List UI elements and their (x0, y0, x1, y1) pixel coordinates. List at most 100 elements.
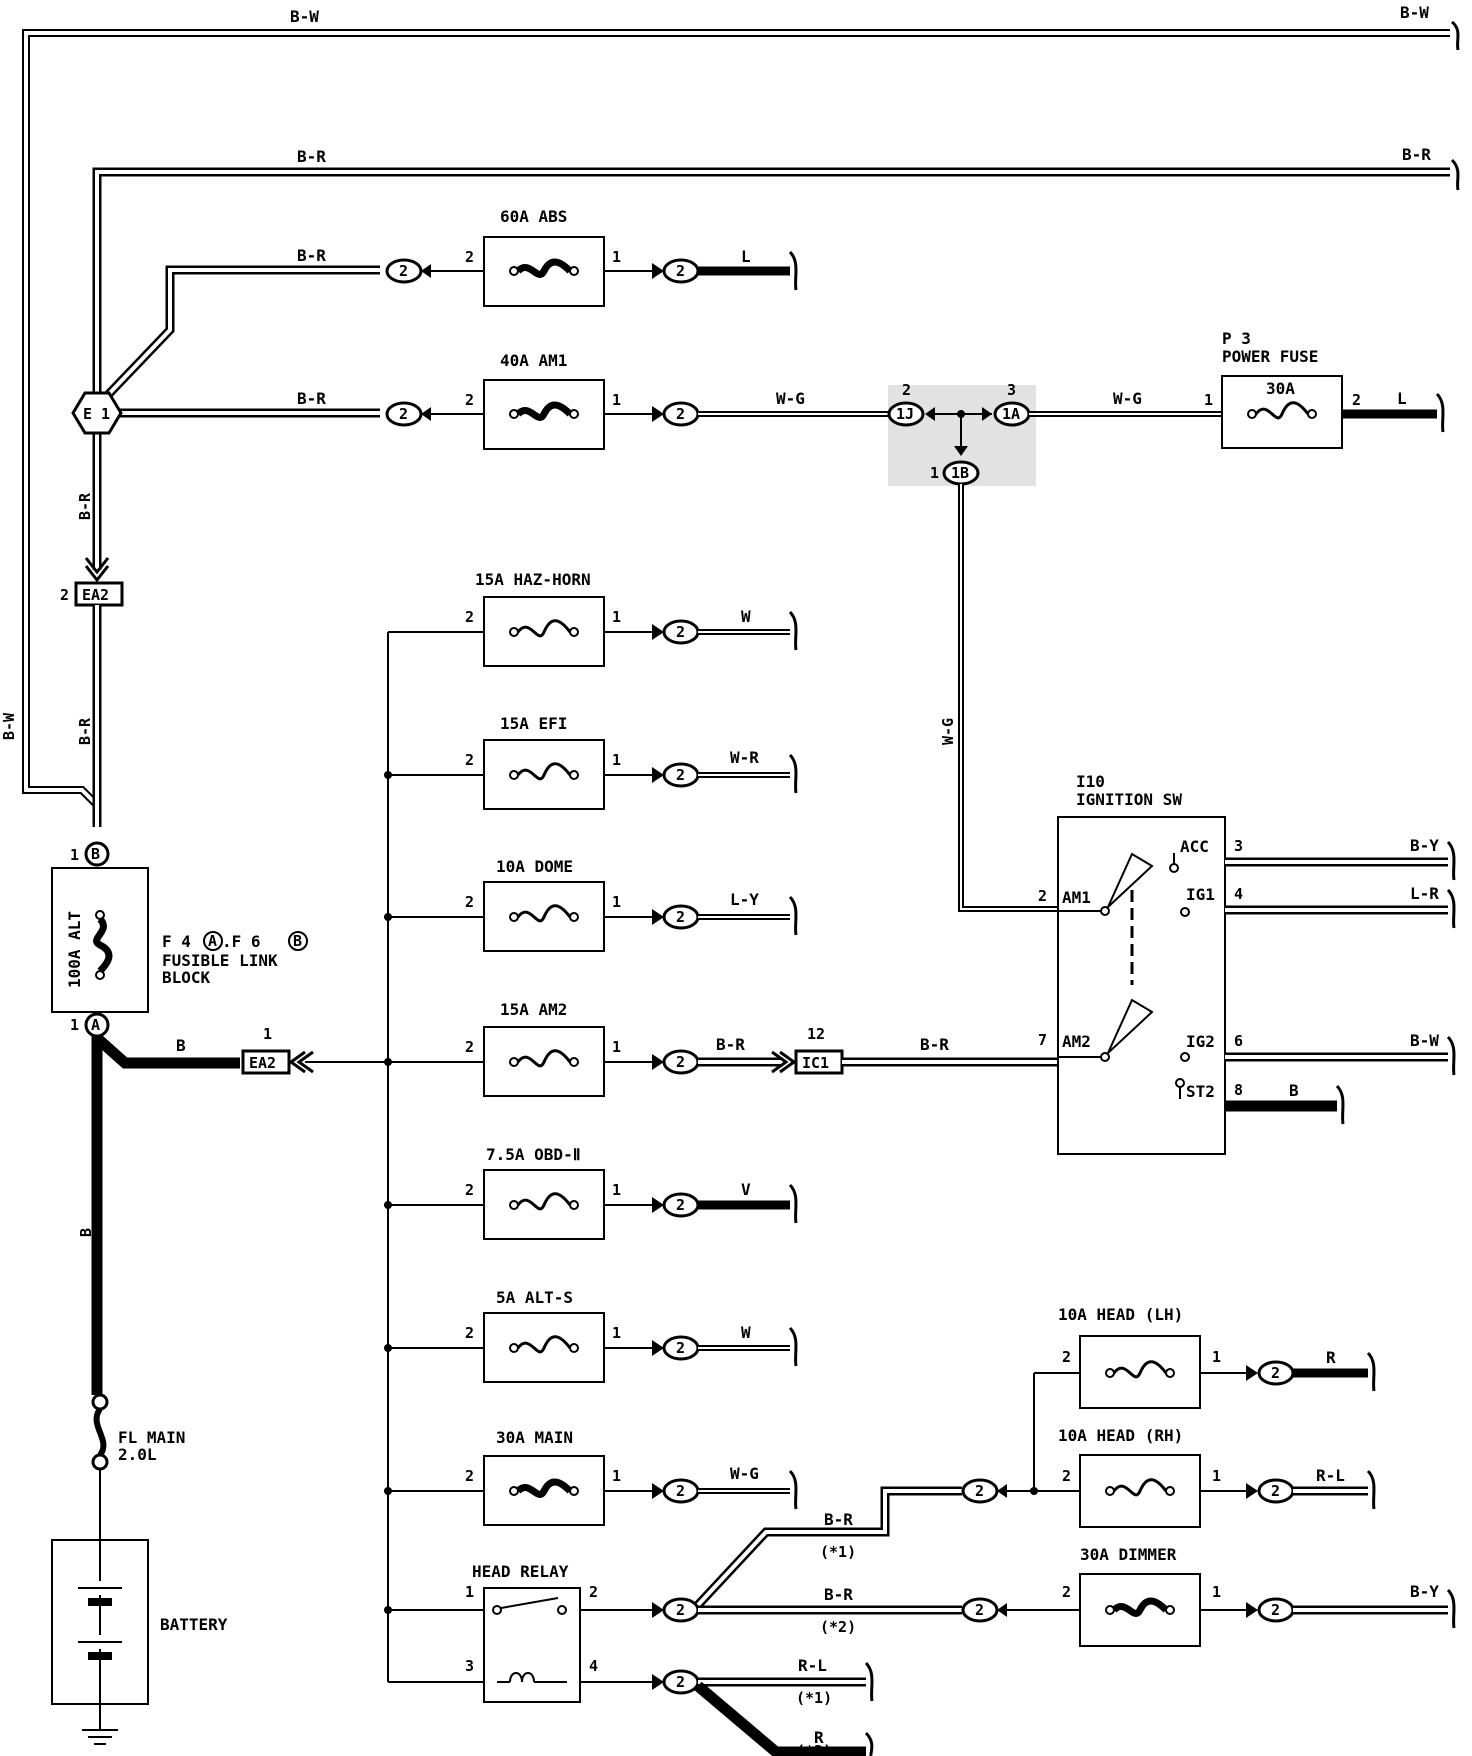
pin-label: 12 (807, 1025, 825, 1043)
connector-arrow (652, 406, 664, 422)
wire-break-symbol (788, 753, 798, 794)
pin-label: 1 (612, 751, 621, 769)
pin-label: 1 (612, 608, 621, 626)
pin-label: 1 (465, 1583, 474, 1601)
head-relay-box[interactable] (483, 1587, 581, 1703)
ignition-am1-contact (1100, 906, 1110, 916)
connector-num: 2 (676, 1196, 685, 1214)
wire-b-r-top (92, 167, 1450, 398)
connector-num: 2 (676, 262, 685, 280)
ignition-name: IGNITION SW (1076, 790, 1182, 809)
pin-label: 1 (1212, 1348, 1221, 1366)
wire-label-head-rh: R-L (1316, 1466, 1345, 1485)
connector-1j-label: 1J (896, 405, 914, 423)
ignition-ig1-label: IG1 (1186, 885, 1215, 904)
pin-label: 1 (612, 248, 621, 266)
note-relay-2: (*2) (820, 1618, 856, 1636)
pin-label: 1 (930, 464, 939, 482)
wire-break-symbol (864, 1661, 874, 1702)
wire-break-symbol (1335, 1084, 1345, 1125)
note-relay-4: (*2) (796, 1742, 832, 1756)
pin-label: 4 (589, 1657, 598, 1675)
ignition-ig1-contact (1180, 907, 1190, 917)
fusible-link-code-circle-b (288, 931, 308, 951)
wire-b-to-ea2 (93, 1033, 240, 1069)
ignition-am2-label: AM2 (1062, 1032, 1091, 1051)
fuse-dome-label: 10A DOME (496, 857, 573, 876)
connector-arrow (652, 767, 664, 783)
connector-ea2-bottom-label: EA2 (249, 1054, 276, 1072)
fl-main-terminal-bottom (91, 1453, 109, 1471)
wire-break-symbol (788, 1469, 798, 1510)
connector-arrow (652, 263, 664, 279)
pin-label: 2 (902, 381, 911, 399)
wire-label-b-r-top-right: B-R (1402, 145, 1431, 164)
wire-label-efi: W-R (730, 748, 759, 767)
pin-label: 3 (465, 1657, 474, 1675)
wire-break-symbol (864, 1731, 874, 1756)
connector-num: 2 (676, 766, 685, 784)
battery-label: BATTERY (160, 1615, 228, 1634)
pin-label: 7 (1038, 1031, 1047, 1049)
fuse-efi-label: 15A EFI (500, 714, 567, 733)
wire-w-g-to-ignition (958, 484, 1058, 912)
wire-label-b-r-ic1: B-R (920, 1035, 949, 1054)
wire-label-abs: L (741, 247, 751, 266)
wire-label-relay-br2: B-R (824, 1585, 853, 1604)
connector-num: 2 (1271, 1482, 1280, 1500)
connector-arrow (652, 624, 664, 640)
pin-label: 3 (1234, 837, 1243, 855)
connector-arrow (652, 909, 664, 925)
connector-arrow (652, 1483, 664, 1499)
fuse-head-rh-label: 10A HEAD (RH) (1058, 1426, 1183, 1445)
ignition-acc-label: ACC (1180, 837, 1209, 856)
connector-b (84, 841, 110, 867)
connector-arrow (1246, 1365, 1258, 1381)
connector-num: 2 (676, 908, 685, 926)
note-relay-1: (*1) (820, 1543, 856, 1561)
pin-label: 1 (612, 391, 621, 409)
wire-break-symbol (1366, 1351, 1376, 1392)
fl-main-size: 2.0L (118, 1445, 157, 1464)
wire-break-symbol (788, 250, 798, 291)
wire-label-b-vertical: B (77, 1228, 95, 1237)
ignition-am2-arm (1107, 998, 1154, 1054)
pin-label: 2 (465, 893, 474, 911)
connector-1a-label: 1A (1002, 405, 1020, 423)
connector-num: 2 (676, 1482, 685, 1500)
fusible-link-code-2: .F 6 (222, 932, 261, 951)
relay-coil (497, 1672, 567, 1683)
ignition-ig2-contact (1180, 1052, 1190, 1062)
pin-label: 2 (465, 608, 474, 626)
connector-num: 2 (676, 405, 685, 423)
ignition-acc-contact (1169, 863, 1179, 873)
wire-label-relay-rl: R-L (798, 1656, 827, 1675)
wire-label-b-r-vertical-b: B-R (76, 717, 94, 745)
wire-label-b-main: B (176, 1036, 186, 1055)
fl-main-label: FL MAIN (118, 1428, 185, 1447)
pin-label: 3 (1007, 381, 1016, 399)
wire-label-dimmer: B-Y (1410, 1582, 1439, 1601)
connector-arrow (652, 1054, 664, 1070)
connector-a-label: A (91, 1016, 100, 1034)
wire-label-acc: B-Y (1410, 836, 1439, 855)
pin-label: 2 (1352, 391, 1361, 409)
fusible-link-box (51, 867, 149, 1013)
wire-label-b-r-e1-abs: B-R (297, 246, 326, 265)
connector-num: 2 (1271, 1601, 1280, 1619)
pin-label: 1 (612, 1324, 621, 1342)
connector-num: 2 (676, 623, 685, 641)
power-fuse-name: POWER FUSE (1222, 347, 1318, 366)
power-fuse-rating: 30A (1266, 379, 1295, 398)
relay-contact (492, 1605, 502, 1615)
connector-arrow (652, 1602, 664, 1618)
pin-label: 1 (612, 1181, 621, 1199)
ignition-am1-label: AM1 (1062, 888, 1091, 907)
fuse-head-lh-label: 10A HEAD (LH) (1058, 1305, 1183, 1324)
connector-num: 2 (676, 1053, 685, 1071)
wire-label-main: W-G (730, 1464, 759, 1483)
wire-break-symbol (1366, 1469, 1376, 1510)
wire-b-r-relay-1 (694, 1486, 962, 1609)
wire-label-haz: W (741, 607, 751, 626)
